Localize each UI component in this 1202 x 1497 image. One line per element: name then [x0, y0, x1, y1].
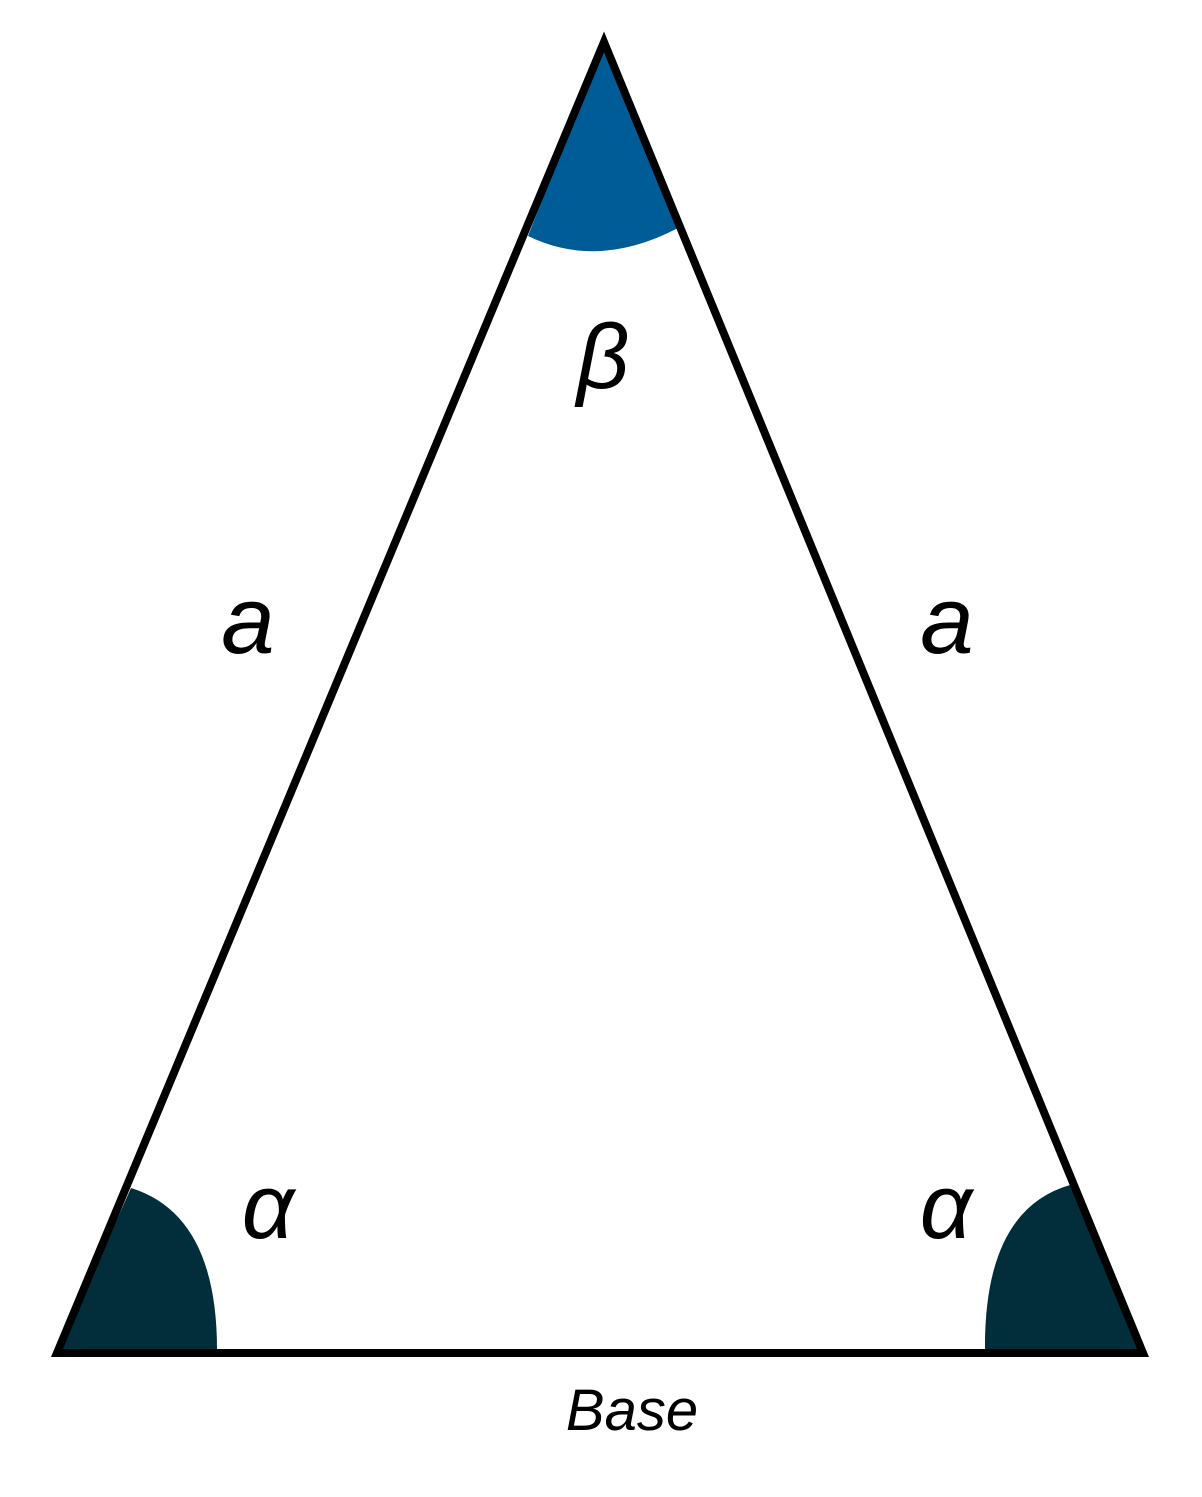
left-base-angle-wedge	[57, 1188, 218, 1353]
triangle-outline	[50, 31, 1149, 1357]
right-base-angle-wedge	[984, 1185, 1143, 1353]
left-side-label: a	[221, 567, 274, 674]
base-label: Base	[566, 1378, 698, 1443]
right-base-angle-label: α	[920, 1156, 975, 1258]
right-side-label: a	[920, 567, 973, 674]
left-base-angle-label: α	[242, 1156, 297, 1258]
apex-angle-label: β	[574, 306, 630, 408]
apex-angle-wedge	[528, 42, 678, 252]
